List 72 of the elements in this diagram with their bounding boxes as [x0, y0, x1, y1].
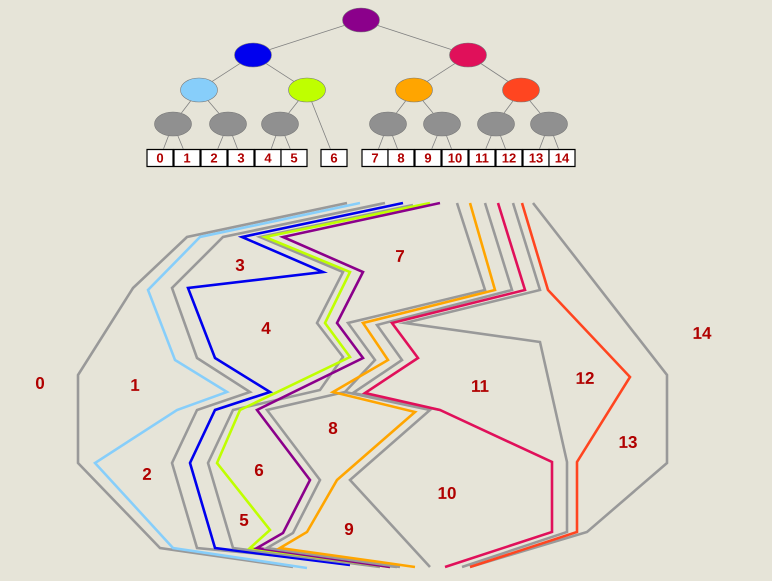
leaf-box: 6 — [320, 148, 348, 168]
leaf-box: 10 — [441, 148, 469, 168]
tree-edge — [500, 136, 506, 150]
region-number: 5 — [240, 514, 248, 526]
tree-node — [288, 78, 326, 102]
tree-edge — [208, 100, 220, 114]
tree-edge — [269, 25, 345, 50]
tree-edge — [178, 135, 184, 150]
tree-node — [449, 42, 487, 68]
tree-edge — [426, 63, 456, 82]
region-number: 9 — [344, 522, 354, 536]
tree-node — [423, 112, 461, 136]
tree-edge — [480, 63, 508, 82]
tree-edge — [553, 136, 559, 150]
tree-edge — [504, 100, 514, 114]
region-number: 2 — [142, 468, 152, 480]
tree-node — [261, 112, 299, 136]
tree-edge — [539, 136, 545, 150]
leaf-box: 1 — [173, 148, 201, 168]
tree-edge — [163, 136, 169, 150]
region-number: 0 — [36, 376, 44, 390]
region-number: 3 — [236, 258, 244, 272]
region-number: 8 — [328, 422, 338, 434]
leaf-box: 14 — [548, 148, 576, 168]
tree-edge — [422, 100, 434, 114]
leaf-box: 13 — [522, 148, 550, 168]
tree-edge — [378, 136, 384, 150]
tree-edge — [485, 135, 492, 150]
leaf-box: 12 — [495, 148, 523, 168]
tree-edge — [446, 136, 452, 150]
tree-node — [477, 112, 515, 136]
leaf-box: 11 — [468, 148, 496, 168]
leaf-box: 9 — [414, 148, 442, 168]
leaf-box: 3 — [227, 148, 255, 168]
region-number: 11 — [472, 380, 489, 392]
tree-edge — [530, 100, 540, 114]
region-number: 14 — [694, 327, 712, 339]
leaf-box: 5 — [280, 148, 308, 168]
region-number: 10 — [438, 486, 456, 500]
region-number: 4 — [262, 322, 271, 334]
tree-node — [395, 78, 433, 102]
tree-edge — [311, 102, 331, 150]
tree-node — [234, 42, 272, 68]
tree-node — [154, 112, 192, 136]
leaf-box: 0 — [146, 148, 174, 168]
region-number: 12 — [576, 372, 594, 384]
tree-edge — [217, 135, 224, 150]
tree-edge — [288, 100, 299, 114]
tree-node — [209, 112, 247, 136]
leaf-box: 8 — [387, 148, 415, 168]
leaf-box: 4 — [254, 148, 282, 168]
leaf-box: 2 — [200, 148, 228, 168]
tree-node — [180, 78, 218, 102]
tree-edge — [377, 25, 452, 50]
tree-edge — [181, 100, 191, 114]
tree-edge — [266, 63, 294, 82]
region-number: 7 — [396, 250, 404, 262]
tree-node — [369, 112, 407, 136]
tree-edge — [431, 135, 438, 150]
tree-node — [530, 112, 568, 136]
tree-node — [342, 8, 380, 32]
tree-node — [502, 78, 540, 102]
tree-edge — [284, 135, 291, 150]
tree-edge — [232, 136, 238, 150]
tree-edge — [392, 136, 398, 150]
leaf-box: 7 — [361, 148, 389, 168]
region-number: 6 — [254, 464, 264, 476]
region-number: 1 — [131, 379, 140, 391]
tree-edge — [270, 136, 276, 150]
tree-edge — [212, 63, 240, 82]
region-number: 13 — [620, 436, 637, 448]
tree-edge — [396, 100, 406, 114]
